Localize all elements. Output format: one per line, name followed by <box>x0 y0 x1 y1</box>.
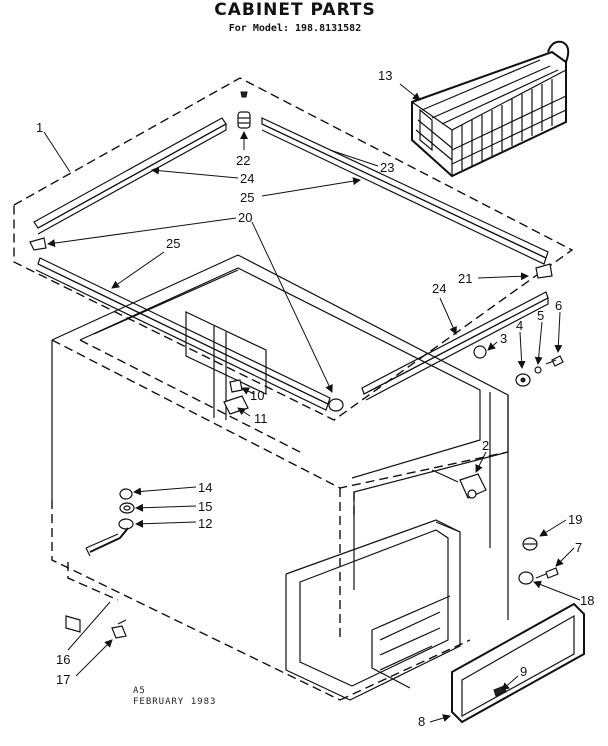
lid-trim-rail-rear-right <box>261 117 549 265</box>
screw-6 <box>545 355 564 367</box>
revision-date: FEBRUARY 1983 <box>133 697 217 707</box>
drain-cap-14 <box>119 488 133 500</box>
callout-leaders <box>43 83 581 723</box>
drain-plug-16 <box>65 615 81 633</box>
callout-11: 11 <box>254 411 268 426</box>
small-tab-top <box>240 91 248 98</box>
callout-24-rear: 24 <box>240 171 254 186</box>
callout-6: 6 <box>555 298 562 313</box>
kick-plate-grille <box>451 602 585 724</box>
callout-5: 5 <box>537 308 544 323</box>
callout-25-rear: 25 <box>240 190 254 205</box>
diagram-title: CABINET PARTS <box>214 0 376 20</box>
corner-part-22 <box>237 111 251 129</box>
callout-23: 23 <box>380 160 394 175</box>
screw-7 <box>535 567 559 579</box>
washer-5 <box>534 366 542 374</box>
callout-18: 18 <box>580 593 594 608</box>
callout-21: 21 <box>458 271 472 286</box>
callout-24-front: 24 <box>432 281 446 296</box>
thermostat-2 <box>431 469 487 499</box>
lid-trim-outline <box>13 77 574 421</box>
callout-3: 3 <box>500 331 507 346</box>
wire-basket <box>411 40 570 178</box>
switch-18 <box>518 571 534 585</box>
callout-17: 17 <box>56 672 70 687</box>
callout-7: 7 <box>575 540 582 555</box>
cabinet-body <box>51 254 509 701</box>
drain-tube-12 <box>85 518 134 557</box>
callout-25-front: 25 <box>166 236 180 251</box>
hinge-bracket-11 <box>223 395 249 415</box>
revision-code: A5 <box>133 686 146 696</box>
lid-trim-rail-front-left <box>35 257 331 411</box>
signal-light-19 <box>522 537 538 551</box>
callout-10: 10 <box>250 388 264 403</box>
drain-dashed-path <box>67 562 119 601</box>
callout-22: 22 <box>236 153 250 168</box>
compressor-compartment <box>285 519 461 701</box>
corner-part-20-front <box>328 398 344 412</box>
drain-screw-17 <box>111 619 127 639</box>
callout-20: 20 <box>238 210 252 225</box>
hinge-part-10 <box>229 379 243 393</box>
spacer-3 <box>473 345 487 359</box>
callout-14: 14 <box>198 480 212 495</box>
grommet-4 <box>515 373 531 387</box>
model-number: For Model: 198.8131582 <box>228 23 362 34</box>
revision-footer: A5 FEBRUARY 1983 <box>133 686 216 708</box>
callout-13: 13 <box>378 68 392 83</box>
callout-8: 8 <box>418 714 425 729</box>
lid-trim-rail-rear-left <box>33 117 227 235</box>
callout-2: 2 <box>482 438 489 453</box>
callout-16: 16 <box>56 652 70 667</box>
callout-4: 4 <box>516 318 523 333</box>
corner-part-20-left <box>29 237 47 251</box>
callout-labels: 1 2 3 4 5 6 7 8 9 10 11 12 13 14 15 16 1… <box>36 68 594 729</box>
callout-12: 12 <box>198 516 212 531</box>
callout-15: 15 <box>198 499 212 514</box>
callout-1: 1 <box>36 120 43 135</box>
drain-washer-15 <box>119 502 135 514</box>
corner-part-21 <box>535 263 553 279</box>
lid-trim-rail-front-right <box>361 291 549 401</box>
callout-9: 9 <box>520 664 527 679</box>
callout-19: 19 <box>568 512 582 527</box>
